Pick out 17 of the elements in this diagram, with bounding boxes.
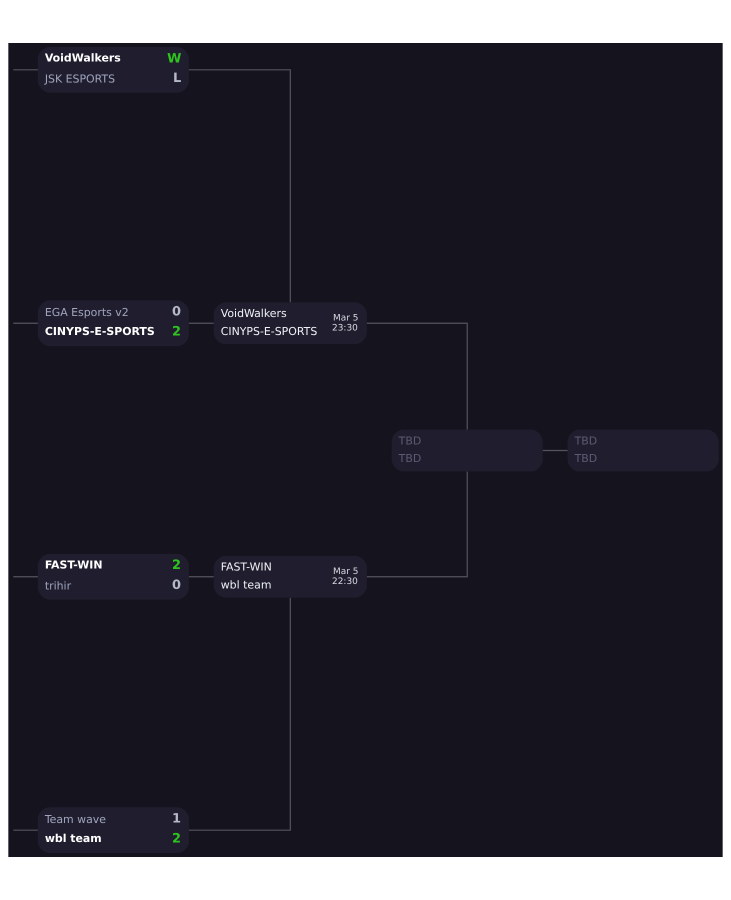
- node-box: EGA Esports v2 0 CINYPS-E-SPORTS 2: [38, 300, 189, 346]
- node-box: FAST-WIN 2 trihir 0: [38, 554, 189, 600]
- connector: [188, 576, 214, 578]
- connector: [13, 830, 38, 831]
- connector: [188, 322, 214, 324]
- node-box: VoidWalkers W JSK ESPORTS L: [38, 46, 189, 93]
- connector: [13, 69, 38, 70]
- node-box: TBD TBD: [392, 430, 543, 472]
- connector: [366, 322, 468, 430]
- node-box: TBD TBD: [568, 430, 719, 472]
- node-box: Team wave 1 wbl team 2: [38, 807, 189, 854]
- connector: [366, 472, 468, 578]
- connector: [188, 69, 291, 302]
- connector: [13, 322, 38, 324]
- connector: [13, 576, 38, 578]
- connector: [542, 450, 568, 452]
- connector: [188, 598, 291, 831]
